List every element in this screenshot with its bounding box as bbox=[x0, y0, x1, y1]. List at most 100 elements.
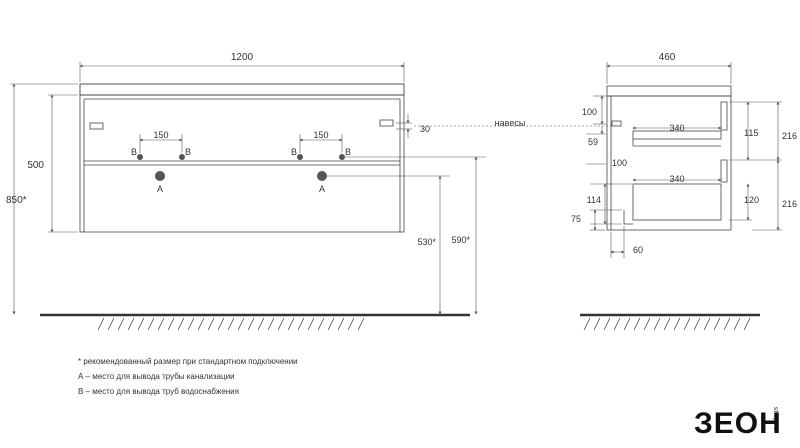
floor-hatch-line bbox=[357, 317, 365, 331]
outlet-label-a2: A bbox=[319, 184, 325, 194]
floor-hatch-line bbox=[257, 317, 265, 331]
floor-hatch-line bbox=[157, 317, 165, 331]
floor-hatch-line bbox=[683, 317, 691, 331]
side-countertop bbox=[606, 85, 732, 97]
floor-hatch-line bbox=[127, 317, 135, 331]
floor-hatch-line bbox=[137, 317, 145, 331]
water-outlet-b1 bbox=[137, 154, 143, 160]
depth-460-label: 460 bbox=[659, 52, 676, 63]
floor-hatch-line bbox=[147, 317, 155, 331]
floor-hatch-line bbox=[643, 317, 651, 331]
side-lower-drawer bbox=[632, 183, 722, 221]
floor-hatch-line bbox=[633, 317, 641, 331]
outlet-label-b4: B bbox=[345, 147, 351, 157]
floor-hatch-line bbox=[247, 317, 255, 331]
dim-115-label: 115 bbox=[744, 128, 758, 138]
floor-hatch-line bbox=[337, 317, 345, 331]
water-outlet-b2 bbox=[179, 154, 185, 160]
floor-hatch-line bbox=[307, 317, 315, 331]
dim-59-label: 59 bbox=[588, 137, 598, 147]
spacing-label-right: 150 bbox=[313, 130, 328, 140]
front-floor bbox=[40, 313, 470, 331]
floor-hatch-line bbox=[593, 317, 601, 331]
front-cabinet-body bbox=[79, 94, 405, 233]
outlet-label-b1: B bbox=[131, 147, 137, 157]
dim-216-top-label: 216 bbox=[782, 131, 797, 141]
outlet-label-b2: B bbox=[185, 147, 191, 157]
dim-75-label: 75 bbox=[571, 214, 581, 224]
floor-hatch-line bbox=[693, 317, 701, 331]
dim-340-bottom-label: 340 bbox=[669, 174, 684, 184]
water-outlet-b4 bbox=[339, 154, 345, 160]
hinge-symbol-left bbox=[89, 122, 104, 130]
floor-hatch-line bbox=[177, 317, 185, 331]
floor-hatch-line bbox=[613, 317, 621, 331]
floor-hatch-line bbox=[603, 317, 611, 331]
floor-hatch-line bbox=[207, 317, 215, 331]
dim-60-label: 60 bbox=[633, 245, 643, 255]
floor-hatch-line bbox=[583, 317, 591, 331]
spacing-label-left: 150 bbox=[153, 130, 168, 140]
floor-hatch-line bbox=[723, 317, 731, 331]
floor-hatch-line bbox=[623, 317, 631, 331]
front-countertop bbox=[79, 83, 405, 96]
drain-outlet-a2 bbox=[317, 171, 327, 181]
floor-hatch-line bbox=[97, 317, 105, 331]
dim-114-label: 114 bbox=[587, 195, 601, 205]
floor-hatch-line bbox=[317, 317, 325, 331]
front-width-label: 1200 bbox=[231, 52, 254, 63]
floor-hatch-line bbox=[327, 317, 335, 331]
floor-hatch-line bbox=[703, 317, 711, 331]
floor-hatch-line bbox=[713, 317, 721, 331]
floor-hatch-line bbox=[187, 317, 195, 331]
floor-hatch-line bbox=[743, 317, 751, 331]
floor-hatch-line bbox=[167, 317, 175, 331]
dim-120-label: 120 bbox=[744, 195, 759, 205]
side-labels: 460 100 59 100 340 340 115 120 216 216 1… bbox=[571, 52, 797, 255]
water-outlet-b3 bbox=[297, 154, 303, 160]
side-floor bbox=[580, 313, 760, 331]
pipe-outlets bbox=[137, 154, 345, 181]
front-view bbox=[79, 83, 405, 233]
floor-hatch-line bbox=[733, 317, 741, 331]
dim-590-label: 590* bbox=[451, 235, 470, 245]
dim-30-label: 30 bbox=[420, 124, 430, 134]
floor-hatch-line bbox=[107, 317, 115, 331]
hinge-symbol-right bbox=[379, 119, 394, 127]
outlet-label-b3: B bbox=[291, 147, 297, 157]
brand-logo-domain: shop.ru bbox=[772, 407, 778, 431]
drain-outlet-a1 bbox=[155, 171, 165, 181]
floor-hatch-line bbox=[277, 317, 285, 331]
side-upper-drawer bbox=[632, 130, 722, 140]
floor-hatch-line bbox=[287, 317, 295, 331]
legend-notes: * рекомендованный размер при стандартном… bbox=[78, 354, 298, 399]
side-cabinet-body bbox=[606, 95, 732, 231]
height-500-label: 500 bbox=[27, 160, 44, 171]
floor-hatch-line bbox=[663, 317, 671, 331]
note-recommended: * рекомендованный размер при стандартном… bbox=[78, 357, 298, 366]
front-dimensions bbox=[10, 62, 616, 315]
dim-340-top-label: 340 bbox=[669, 123, 684, 133]
floor-hatch-line bbox=[267, 317, 275, 331]
brand-logo: ЗЕОН bbox=[694, 407, 782, 440]
floor-hatch-line bbox=[227, 317, 235, 331]
floor-hatch-line bbox=[197, 317, 205, 331]
dim-100-top-label: 100 bbox=[582, 107, 597, 117]
hinges-label: навесы bbox=[495, 118, 526, 128]
side-view bbox=[606, 85, 732, 231]
dim-100-mid-label: 100 bbox=[612, 158, 627, 168]
floor-hatch-line bbox=[673, 317, 681, 331]
floor-hatch-line bbox=[653, 317, 661, 331]
note-water: В – место для вывода труб водоснабжения bbox=[78, 387, 239, 396]
outlet-label-a1: A bbox=[157, 184, 163, 194]
dim-530-label: 530* bbox=[417, 237, 436, 247]
front-labels: 1200 150 150 B B B B A A 500 850* 30 530… bbox=[6, 52, 525, 247]
floor-hatch-line bbox=[117, 317, 125, 331]
floor-hatch-line bbox=[297, 317, 305, 331]
height-850-label: 850* bbox=[6, 195, 27, 206]
floor-hatch-line bbox=[237, 317, 245, 331]
floor-hatch-line bbox=[217, 317, 225, 331]
dim-216-bottom-label: 216 bbox=[782, 199, 797, 209]
note-drain: А – место для вывода трубы канализации bbox=[78, 372, 235, 381]
